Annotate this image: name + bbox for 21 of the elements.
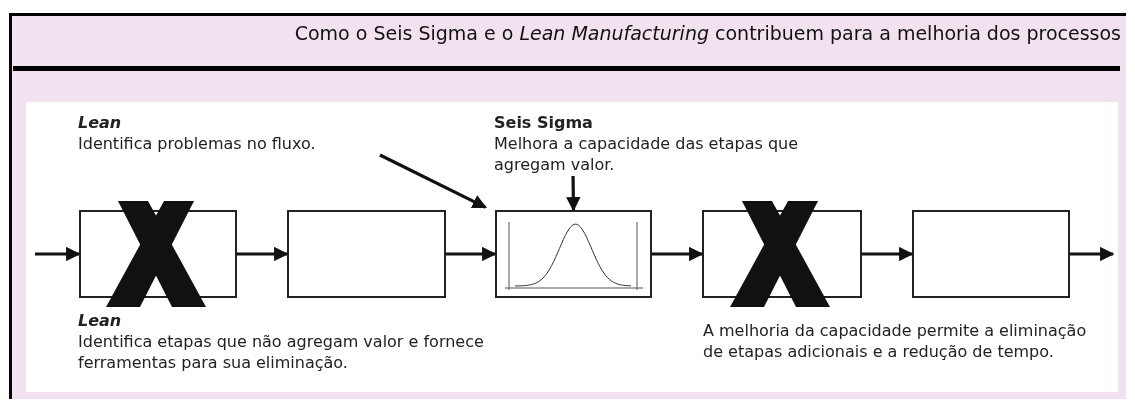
- description: Melhora a capacidade das etapas que agregam valor.: [494, 133, 800, 175]
- heading: Lean: [78, 112, 123, 133]
- heading: Seis Sigma: [494, 112, 594, 133]
- description: Identifica problemas no fluxo.: [78, 133, 317, 154]
- arrow: [35, 246, 81, 262]
- process-box: [912, 210, 1070, 298]
- title: Como o Seis Sigma e o Lean Manufacturing contribuem para a melhoria dos processos: [293, 22, 1121, 44]
- crossed-out-box: [79, 201, 237, 307]
- arrow: [237, 246, 289, 262]
- process-box: [287, 210, 446, 298]
- arrow: [862, 246, 914, 262]
- arrow: [1070, 246, 1115, 262]
- description: A melhoria da capacidade permite a eliminação de etapas adicionais e a redução de tempo.: [703, 320, 1088, 362]
- crossed-out-box: [702, 201, 862, 307]
- description: Identifica etapas que não agregam valor e fornece ferramentas para sua eliminação.: [78, 331, 485, 373]
- heading: Lean: [78, 310, 123, 331]
- arrow: [446, 246, 497, 262]
- arrow: [652, 246, 704, 262]
- process-box: [495, 210, 652, 298]
- arrow: [566, 175, 581, 212]
- arrow: [379, 153, 487, 209]
